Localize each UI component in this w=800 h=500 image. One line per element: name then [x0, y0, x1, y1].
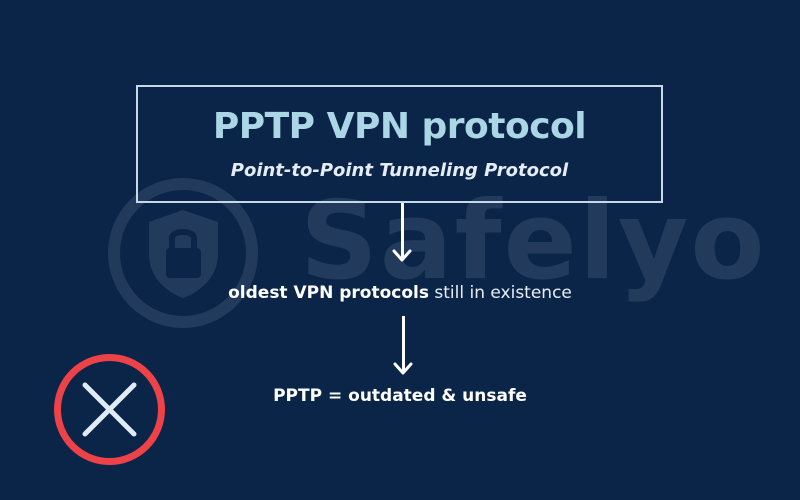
step-1-regular: still in existence	[428, 283, 572, 303]
title-box: PPTP VPN protocol Point-to-Point Tunneli…	[136, 85, 663, 203]
arrow-down-icon	[392, 203, 412, 263]
page-title: PPTP VPN protocol	[212, 106, 587, 147]
step-1-text: oldest VPN protocols still in existence	[0, 283, 800, 303]
arrow-down-icon	[393, 316, 413, 376]
close-x-circle-icon	[54, 354, 165, 465]
step-1-bold: oldest VPN protocols	[228, 283, 429, 303]
step-2-bold: PPTP = outdated & unsafe	[273, 386, 527, 406]
shield-lock-icon	[149, 210, 218, 298]
page-subtitle: Point-to-Point Tunneling Protocol	[230, 160, 569, 181]
step-2-text: PPTP = outdated & unsafe	[0, 386, 800, 406]
